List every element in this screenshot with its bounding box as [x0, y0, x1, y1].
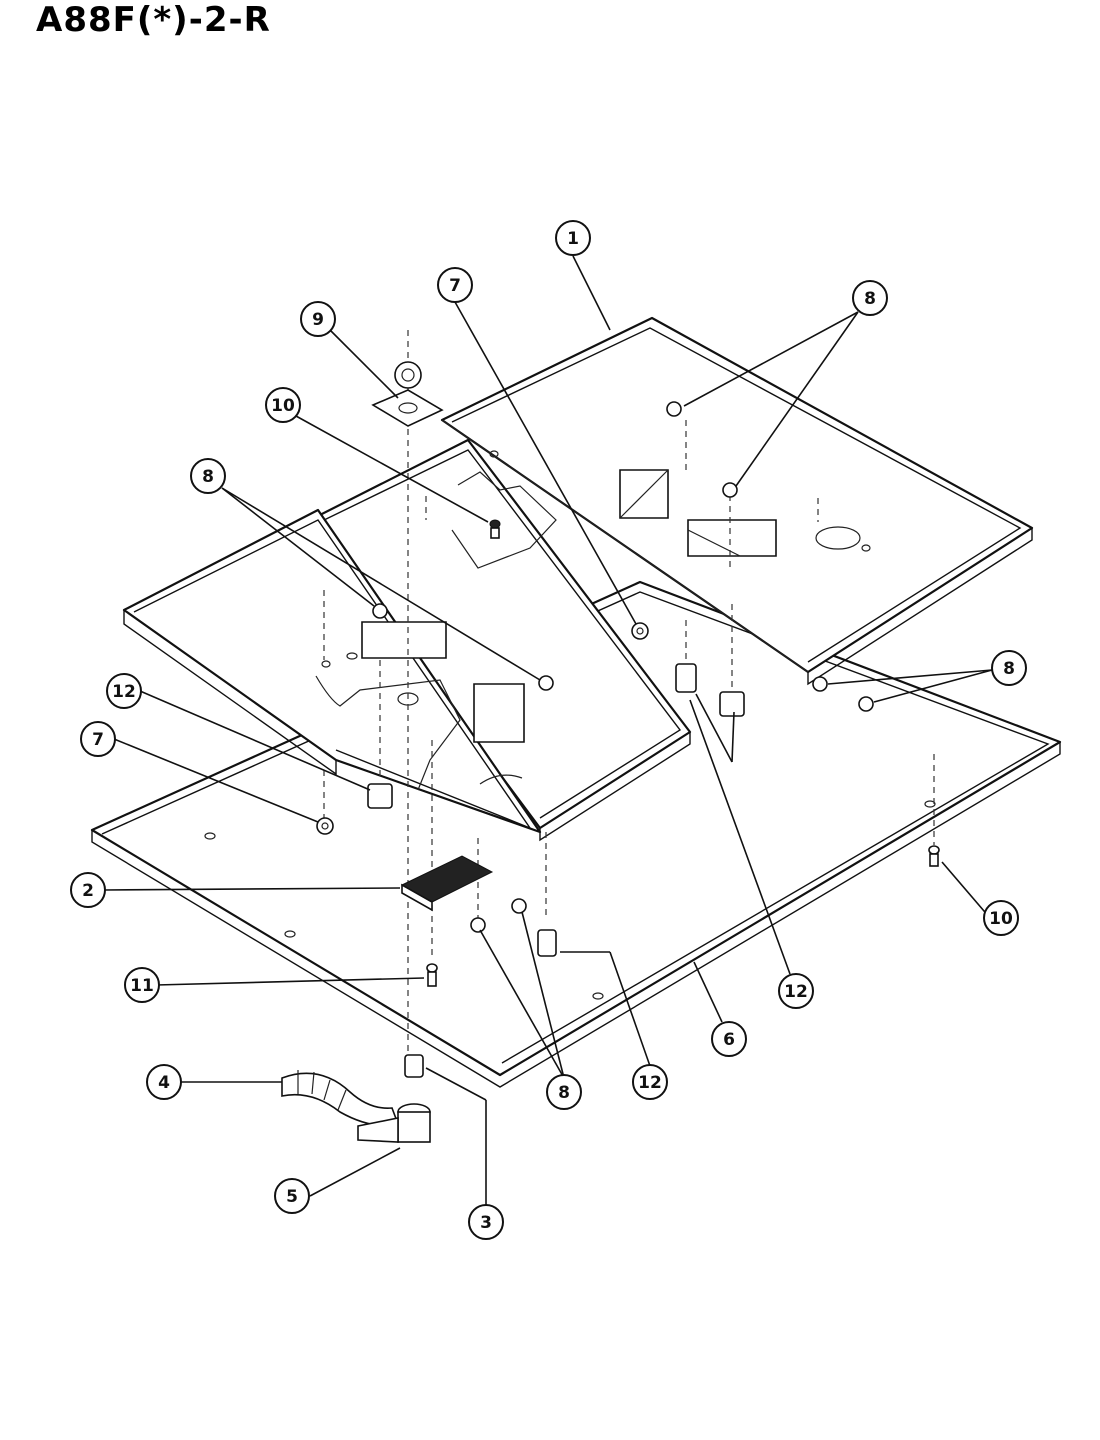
callout-8-right: 8	[991, 650, 1027, 686]
callout-label-8-top-right: 8	[864, 289, 876, 309]
top-plate-left	[122, 508, 542, 834]
callout-label-9: 9	[312, 310, 324, 330]
nuts-8	[372, 401, 874, 933]
callout-label-2: 2	[82, 881, 94, 901]
callout-7-left: 7	[80, 721, 116, 757]
callout-12-left: 12	[106, 673, 142, 709]
callout-10-top: 10	[265, 387, 301, 423]
callout-label-5: 5	[286, 1187, 298, 1207]
callout-12-right: 12	[778, 973, 814, 1009]
assembly-lines	[323, 330, 935, 1075]
callout-label-7-left: 7	[92, 730, 104, 750]
model-number-title: A88F(*)-2-R	[36, 0, 271, 40]
callout-4: 4	[146, 1064, 182, 1100]
top-plate-right	[440, 316, 1034, 686]
callout-label-8-left: 8	[202, 467, 214, 487]
callout-label-10-top: 10	[271, 396, 295, 416]
callout-label-4: 4	[158, 1073, 170, 1093]
callout-label-1: 1	[567, 229, 579, 249]
callout-12-bottom: 12	[632, 1064, 668, 1100]
callout-label-12-left: 12	[112, 682, 136, 702]
leader-lines	[103, 255, 993, 1206]
callout-label-6: 6	[723, 1030, 735, 1050]
callout-8-left: 8	[190, 458, 226, 494]
screw-10-right	[928, 845, 940, 867]
callout-label-8-right: 8	[1003, 659, 1015, 679]
screw-10-top	[489, 519, 501, 539]
callout-label-3: 3	[480, 1213, 492, 1233]
connector-5	[357, 1103, 431, 1143]
callout-label-11: 11	[130, 976, 154, 996]
screw-11	[426, 963, 438, 987]
callout-7-top: 7	[437, 267, 473, 303]
callout-2: 2	[70, 872, 106, 908]
callout-8-top-right: 8	[852, 280, 888, 316]
callout-11: 11	[124, 967, 160, 1003]
terminal-block-2	[400, 855, 494, 912]
callout-label-12-bottom: 12	[638, 1073, 662, 1093]
callout-9: 9	[300, 301, 336, 337]
bushing-3	[404, 1054, 424, 1078]
callout-label-12-right: 12	[784, 982, 808, 1002]
callout-5: 5	[274, 1178, 310, 1214]
callout-8-bottom: 8	[546, 1074, 582, 1110]
switches-12	[367, 663, 745, 957]
callout-label-7-top: 7	[449, 276, 461, 296]
callout-10-right: 10	[983, 900, 1019, 936]
callout-6: 6	[711, 1021, 747, 1057]
callout-label-8-bottom: 8	[558, 1083, 570, 1103]
nuts-7	[316, 622, 649, 835]
fastener-nut-9	[371, 361, 444, 427]
callout-label-10-right: 10	[989, 909, 1013, 929]
callout-3: 3	[468, 1204, 504, 1240]
callout-1: 1	[555, 220, 591, 256]
hose-4	[281, 1070, 400, 1127]
